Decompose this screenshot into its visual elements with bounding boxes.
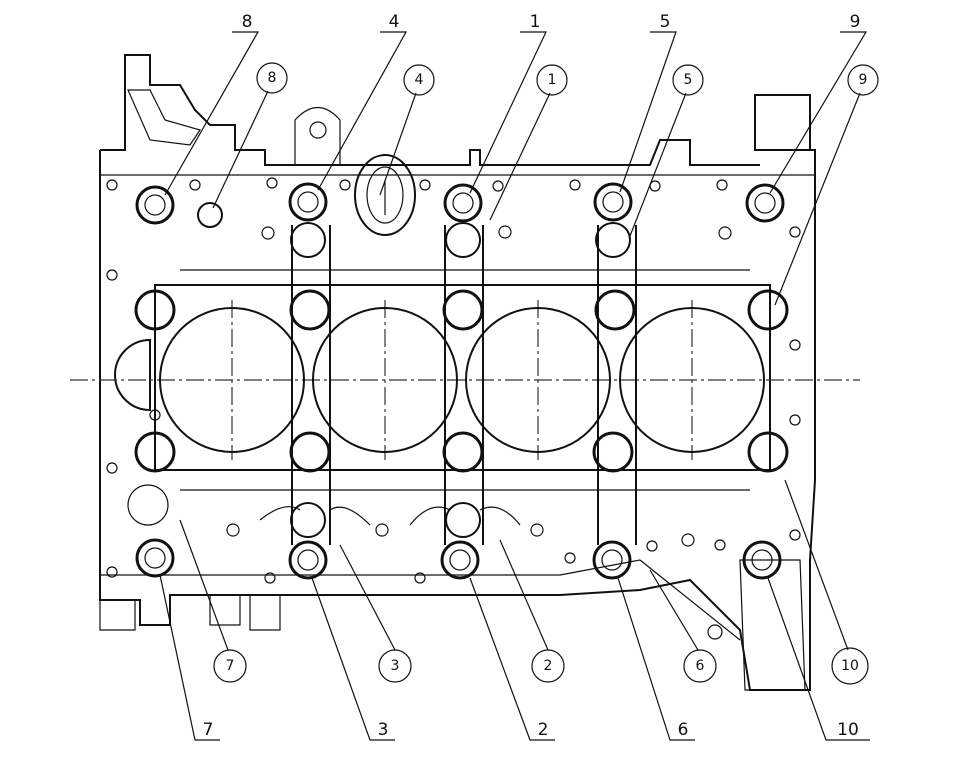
bolt-5 <box>593 182 633 222</box>
callout-bottom-3: 3 <box>378 720 389 740</box>
cylinder-bore <box>619 307 765 453</box>
callout-circled-6: 6 <box>696 658 705 674</box>
bolt-7 <box>135 538 175 578</box>
callout-bottom-7: 7 <box>203 720 214 740</box>
callout-top-5: 5 <box>660 12 671 32</box>
callout-bottom-10: 10 <box>837 720 859 740</box>
callout-top-1: 1 <box>530 12 541 32</box>
callout-circled-4: 4 <box>415 72 424 88</box>
callout-top-4: 4 <box>389 12 400 32</box>
bearing-webs <box>259 225 637 545</box>
callout-circled-5: 5 <box>684 72 693 88</box>
cylinder-bore <box>465 307 611 453</box>
cap-bolts <box>134 182 789 580</box>
callout-labels: 8 4 1 5 9 8 4 1 5 9 7 3 2 6 10 7 3 2 6 1… <box>203 12 868 740</box>
bolt-6 <box>592 540 632 580</box>
bolt-2 <box>440 540 480 580</box>
callout-top-9: 9 <box>850 12 861 32</box>
callout-bottom-6: 6 <box>678 720 689 740</box>
cylinder-bore <box>159 307 305 453</box>
bolt-3 <box>288 540 328 580</box>
callout-circles <box>213 62 879 685</box>
callout-top-8: 8 <box>242 12 253 32</box>
callout-circled-10: 10 <box>841 658 859 674</box>
callout-circled-1: 1 <box>548 72 557 88</box>
leader-lines <box>159 31 870 741</box>
bolt-8 <box>135 185 175 225</box>
callout-circled-8: 8 <box>268 70 277 86</box>
callout-circled-3: 3 <box>391 658 400 674</box>
callout-circled-7: 7 <box>226 658 235 674</box>
callout-circled-2: 2 <box>544 658 553 674</box>
callout-circled-9: 9 <box>859 72 868 88</box>
cylinder-bores <box>159 307 765 453</box>
callout-bottom-2: 2 <box>538 720 549 740</box>
cylinder-bore <box>312 307 458 453</box>
bolt-10 <box>742 540 782 580</box>
bolt-4 <box>288 182 328 222</box>
small-holes <box>106 177 801 640</box>
bolt-1 <box>443 183 483 223</box>
bolt-9 <box>745 183 785 223</box>
